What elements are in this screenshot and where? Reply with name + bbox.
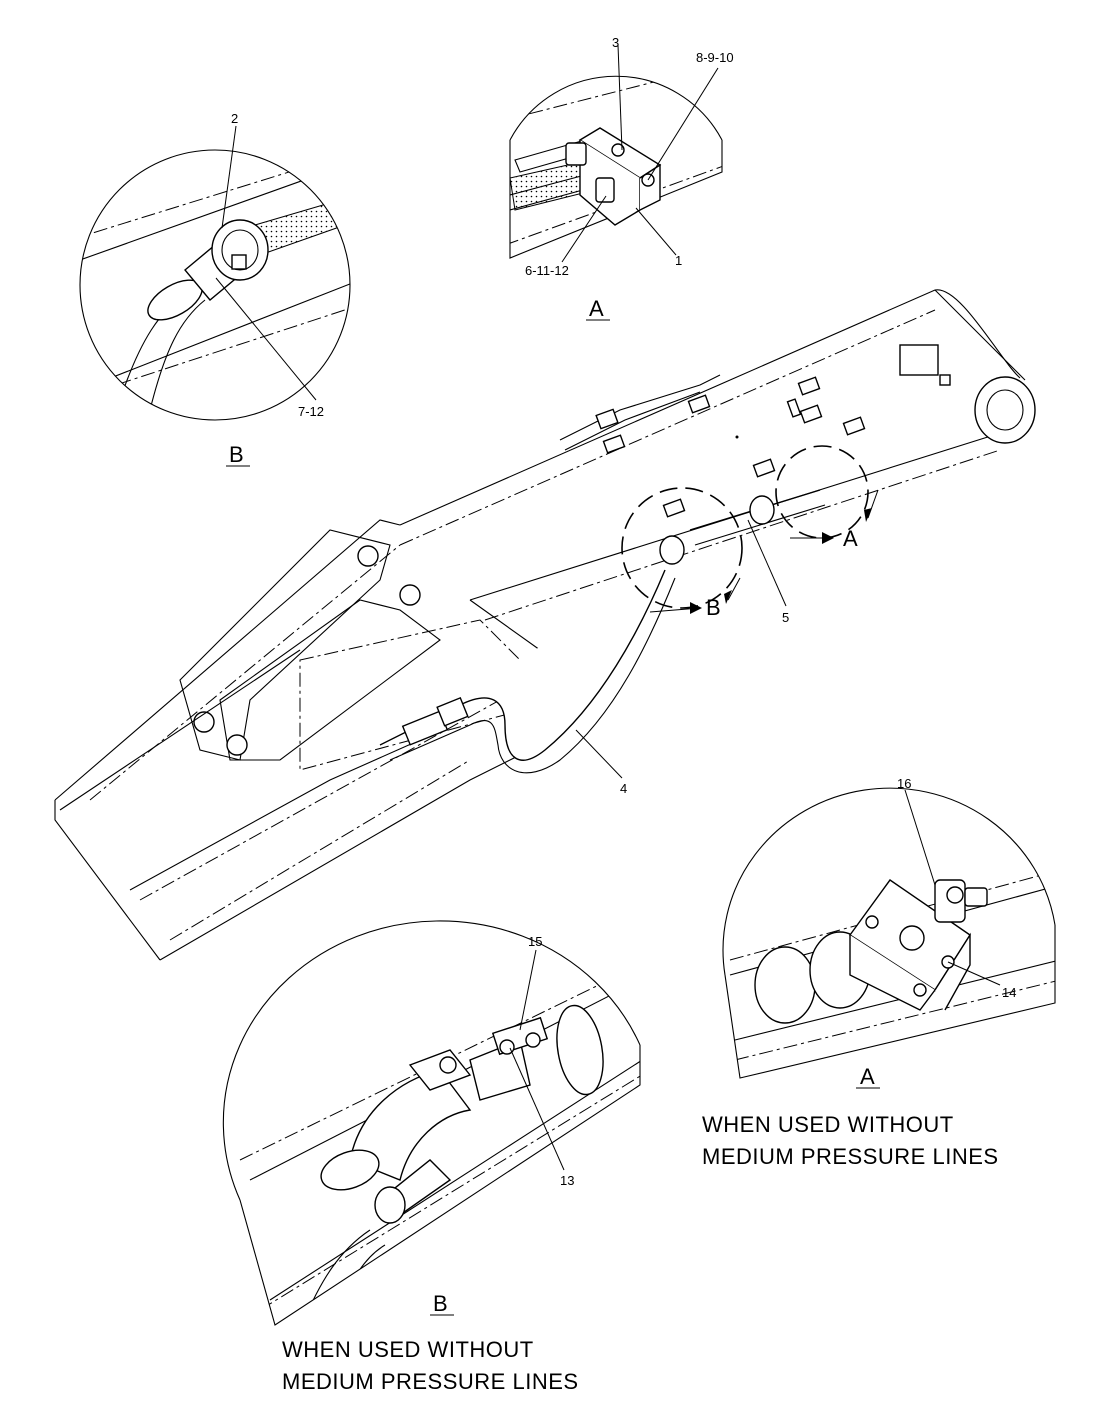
detail-a-bottom-label: A — [860, 1064, 875, 1089]
detail-b-top-label: B — [229, 442, 244, 467]
boom-assembly: B A 5 4 — [54, 289, 1036, 961]
callout-4: 4 — [620, 781, 627, 796]
callout-1: 1 — [675, 253, 682, 268]
callout-2: 2 — [231, 111, 238, 126]
detail-b-top-view: 2 7-12 B — [79, 111, 351, 467]
callout-3: 3 — [612, 35, 619, 50]
callout-16: 16 — [897, 776, 911, 791]
detail-b-bottom-view: 15 13 B WHEN USED WITHOUT MEDIUM PRESSUR… — [222, 920, 641, 1394]
arrow-b-label: B — [706, 595, 721, 620]
detail-a-note-line1: WHEN USED WITHOUT — [702, 1112, 954, 1137]
callout-15: 15 — [528, 934, 542, 949]
detail-a-top-label: A — [589, 296, 604, 321]
callout-5: 5 — [782, 610, 789, 625]
detail-b-bottom-label: B — [433, 1291, 448, 1316]
callout-14: 14 — [1002, 985, 1016, 1000]
callout-7-12: 7-12 — [298, 404, 324, 419]
detail-a-top-view: 3 8-9-10 1 6-11-12 A — [509, 35, 734, 321]
detail-b-note-line1: WHEN USED WITHOUT — [282, 1337, 534, 1362]
detail-b-note-line2: MEDIUM PRESSURE LINES — [282, 1369, 579, 1394]
callout-13: 13 — [560, 1173, 574, 1188]
detail-a-note-line2: MEDIUM PRESSURE LINES — [702, 1144, 999, 1169]
arrow-a-label: A — [843, 526, 858, 551]
detail-a-bottom-view: 16 14 A WHEN USED WITHOUT MEDIUM PRESSUR… — [702, 776, 1056, 1169]
callout-6-11-12: 6-11-12 — [525, 263, 569, 278]
callout-8-9-10: 8-9-10 — [696, 50, 734, 65]
